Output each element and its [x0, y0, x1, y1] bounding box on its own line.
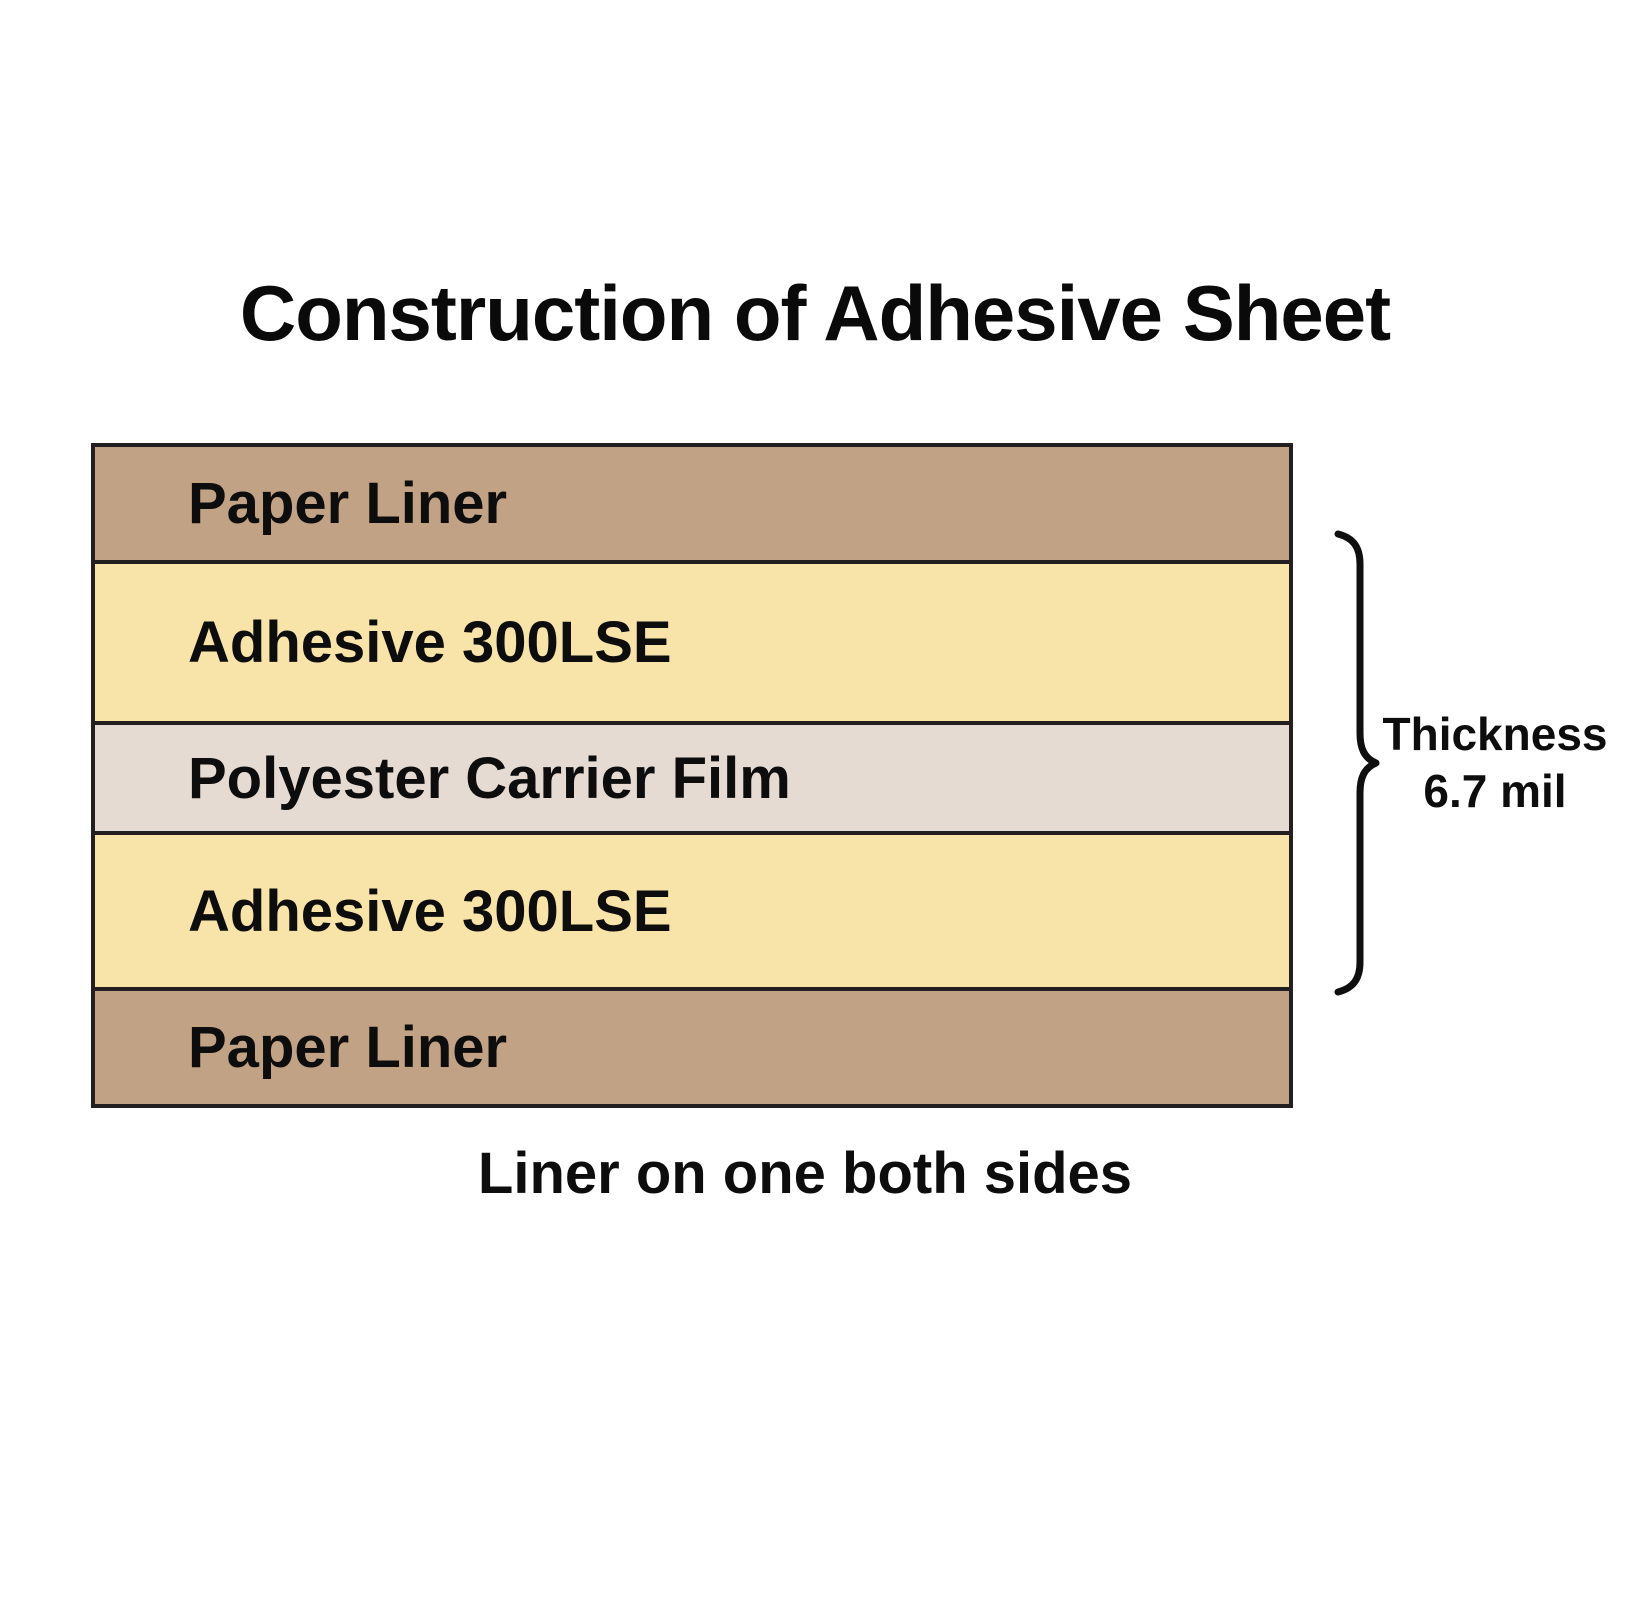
layer-label: Paper Liner	[188, 470, 508, 536]
thickness-annotation-line2: 6.7 mil	[1423, 765, 1567, 817]
thickness-annotation-line1: Thickness	[1382, 708, 1608, 760]
thickness-brace-icon	[1320, 530, 1390, 996]
layer-adhesive-bottom: Adhesive 300LSE	[95, 831, 1289, 987]
layer-paper-liner-top: Paper Liner	[95, 447, 1289, 560]
layer-adhesive-top: Adhesive 300LSE	[95, 559, 1289, 722]
layer-stack: Paper Liner Adhesive 300LSE Polyester Ca…	[91, 443, 1293, 1108]
layer-label: Paper Liner	[188, 1014, 508, 1080]
layer-paper-liner-bottom: Paper Liner	[95, 986, 1289, 1105]
layer-label: Adhesive 300LSE	[188, 878, 672, 944]
layer-polyester-carrier-film: Polyester Carrier Film	[95, 721, 1289, 832]
thickness-annotation: Thickness 6.7 mil	[1349, 706, 1641, 820]
layer-label: Adhesive 300LSE	[188, 609, 672, 675]
diagram-caption: Liner on one both sides	[477, 1141, 1133, 1206]
layer-label: Polyester Carrier Film	[188, 745, 791, 811]
page-title: Construction of Adhesive Sheet	[239, 269, 1391, 357]
